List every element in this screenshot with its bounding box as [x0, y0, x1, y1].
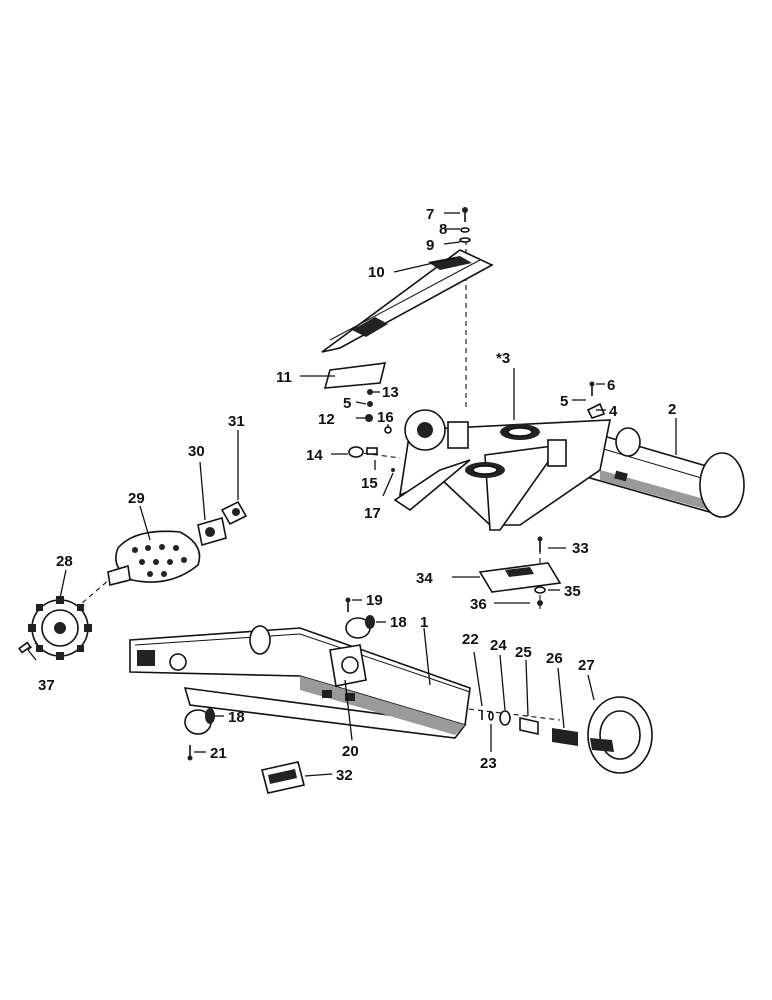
callout-18-upper: 18 [390, 614, 407, 631]
callout-8: 8 [439, 221, 447, 238]
callout-7: 7 [426, 206, 434, 223]
callout-37: 37 [38, 677, 55, 694]
callout-3: *3 [496, 350, 510, 367]
callout-29: 29 [128, 490, 145, 507]
callout-1: 1 [420, 614, 428, 631]
callout-21: 21 [210, 745, 227, 762]
callout-17: 17 [364, 505, 381, 522]
part-28-sprocket [28, 596, 92, 660]
callout-20: 20 [342, 743, 359, 760]
callout-18-lower: 18 [228, 709, 245, 726]
callout-36: 36 [470, 596, 487, 613]
callout-34: 34 [416, 570, 433, 587]
part-29-gearbox [107, 530, 201, 586]
callout-32: 32 [336, 767, 353, 784]
callout-26: 26 [546, 650, 563, 667]
callout-30: 30 [188, 443, 205, 460]
callout-4: 4 [609, 403, 618, 420]
callout-24: 24 [490, 637, 507, 654]
callout-22: 22 [462, 631, 479, 648]
callout-25: 25 [515, 644, 532, 661]
callout-11: 11 [276, 369, 292, 386]
callout-15: 15 [361, 475, 378, 492]
parts-22-27-idler-assembly [481, 696, 653, 774]
part-1-track-frame [129, 625, 471, 739]
callout-5-left: 5 [343, 395, 351, 412]
callout-13: 13 [382, 384, 399, 401]
callout-14: 14 [306, 447, 323, 464]
callout-5-right: 5 [560, 393, 568, 410]
callout-16: 16 [377, 409, 394, 426]
part-31-clamp [220, 500, 248, 526]
callout-31: 31 [228, 413, 245, 430]
part-34-plate [478, 536, 562, 606]
part-30-hub [197, 516, 227, 547]
part-18-roller-upper [345, 597, 375, 639]
callout-33: 33 [572, 540, 589, 557]
part-2-right-frame [393, 381, 745, 531]
callout-2: 2 [668, 401, 676, 418]
part-11-plate [323, 362, 387, 389]
callout-6: 6 [607, 377, 615, 394]
leader-lines [27, 212, 677, 777]
callout-labels: 7 8 9 10 11 13 5 12 16 14 15 17 *3 6 5 4… [38, 206, 676, 784]
part-10-cover-plate [321, 249, 494, 353]
callout-35: 35 [564, 583, 581, 600]
callout-23: 23 [480, 755, 497, 772]
part-18-roller-lower [184, 708, 215, 761]
small-hardware-left [348, 389, 395, 472]
callout-19: 19 [366, 592, 383, 609]
callout-12: 12 [318, 411, 335, 428]
part-37-key [18, 641, 32, 654]
callout-9: 9 [426, 237, 434, 254]
callout-28: 28 [56, 553, 73, 570]
callout-10: 10 [368, 264, 385, 281]
parts-7-8-9-fasteners [459, 207, 471, 243]
callout-27: 27 [578, 657, 595, 674]
part-32-shoe [261, 761, 305, 794]
